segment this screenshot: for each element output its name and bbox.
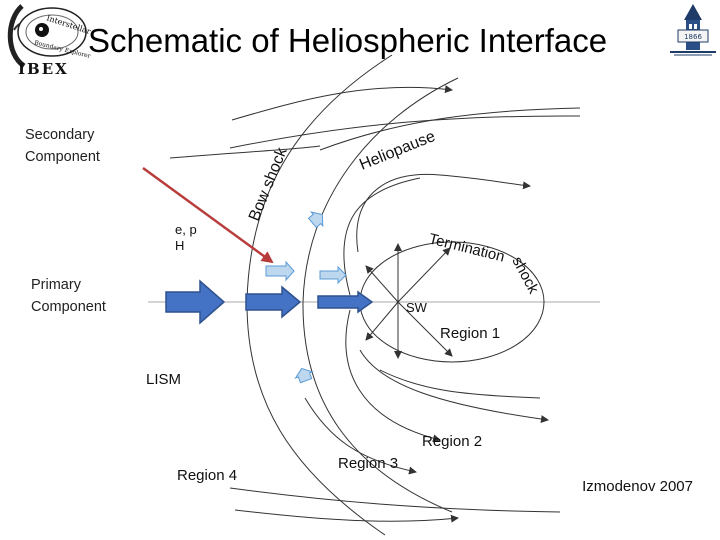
red-pointer-arrow <box>142 166 274 264</box>
primary-arrows <box>165 279 374 325</box>
h-label: H <box>175 238 184 253</box>
heliopause-curve <box>302 77 459 513</box>
secondary-arrows <box>265 211 347 384</box>
region3-label: Region 3 <box>338 455 398 472</box>
sw-label: SW <box>406 300 428 315</box>
region1-label: Region 1 <box>440 325 500 342</box>
streamline <box>304 397 417 475</box>
tower-logo: 1866 <box>668 2 718 58</box>
region2-streamlines <box>343 173 549 443</box>
slide-title: Schematic of Heliospheric Interface <box>88 22 608 59</box>
solar-wind-rays <box>365 243 453 359</box>
secondary-arrow <box>294 367 314 384</box>
heliopause-label: Heliopause <box>357 128 438 174</box>
primary-arrow <box>165 279 226 325</box>
streamline <box>343 177 421 296</box>
secondary-arrow <box>307 211 324 229</box>
credit-text: Izmodenov 2007 <box>582 478 693 495</box>
sw-ray <box>397 301 453 357</box>
streamline <box>379 369 541 399</box>
region4-label: Region 4 <box>177 467 237 484</box>
termination-label-2: shock <box>508 254 542 297</box>
sw-ray <box>365 301 399 341</box>
sw-ray <box>365 265 399 303</box>
streamline <box>231 85 453 121</box>
streamline <box>229 115 581 149</box>
streamline <box>234 509 459 523</box>
sw-ray <box>397 247 451 303</box>
ibex-logo-graphic: Interstellar Boundary Explorer IBEX <box>7 4 92 78</box>
bow-shock-label: Bow shock <box>246 144 291 223</box>
logo-word: IBEX <box>18 60 69 78</box>
tower-banner: 1866 <box>684 33 702 41</box>
primary-arrow <box>317 290 374 314</box>
primary-arrow <box>245 285 302 319</box>
primary-component-label: Primary Component <box>31 277 106 315</box>
secondary-arrow <box>319 265 347 285</box>
streamline <box>229 487 561 513</box>
secondary-arrow <box>265 260 295 282</box>
termination-label-1: Termination <box>427 230 506 265</box>
region2-label: Region 2 <box>422 433 482 450</box>
streamline <box>319 107 581 151</box>
streamline <box>359 349 549 423</box>
streamline <box>345 309 441 443</box>
lism-streamlines <box>169 85 581 523</box>
lism-label: LISM <box>146 371 181 388</box>
region3-streamlines <box>304 107 581 475</box>
tower-graphic: 1866 <box>670 4 716 56</box>
streamline <box>169 145 321 159</box>
streamline <box>356 173 531 253</box>
secondary-component-label: Secondary Component <box>25 127 100 165</box>
ibex-logo: Interstellar Boundary Explorer IBEX <box>0 0 92 80</box>
ep-label: e, p <box>175 222 197 237</box>
